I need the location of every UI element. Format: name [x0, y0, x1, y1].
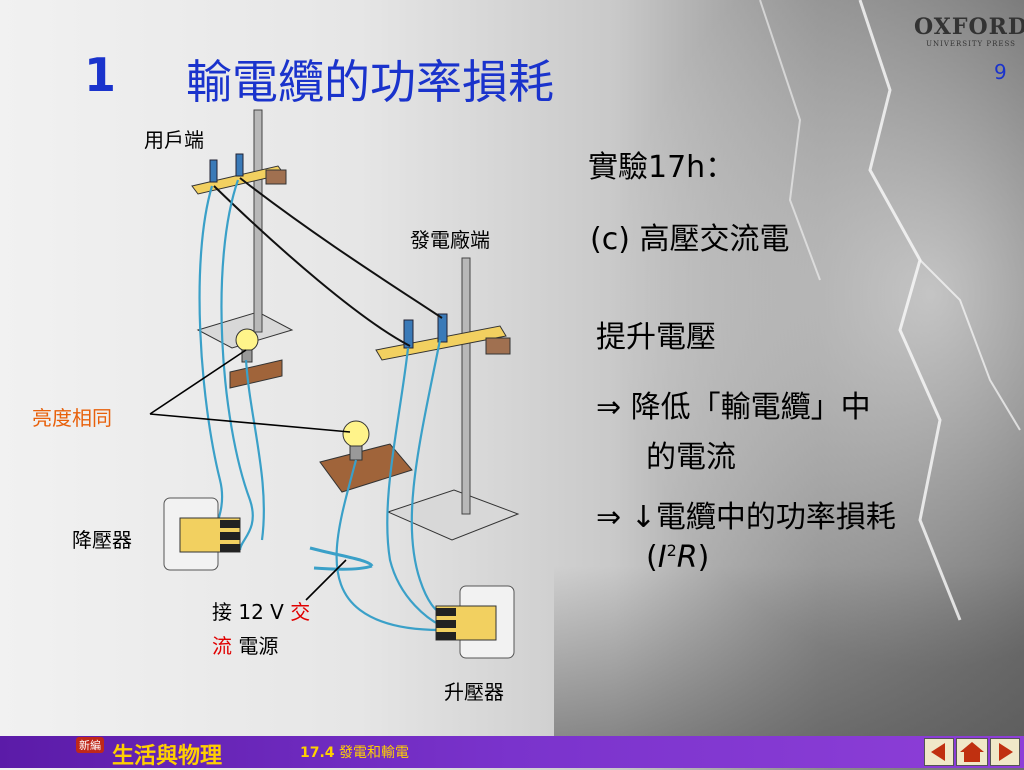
page-number: 9: [994, 60, 1007, 84]
label-step-down: 降壓器: [72, 528, 132, 552]
wire: [244, 359, 265, 541]
point-reduce-current-line1: 降低「輸電纜」中: [630, 390, 871, 425]
oxford-logo: OXFORD UNIVERSITY PRESS: [914, 14, 1024, 48]
right-stand-rod: [461, 257, 471, 515]
down-arrow-icon: ↓: [630, 500, 656, 535]
apparatus-diagram: [149, 109, 520, 659]
point-power-loss: ⇒ ↓電纜中的功率損耗: [596, 492, 896, 536]
label-consumer-end: 用戶端: [144, 128, 204, 152]
formula-I: I: [657, 540, 667, 575]
point-reduce-current: ⇒ 降低「輸電纜」中: [596, 382, 871, 426]
consumer-terminal: [235, 153, 244, 177]
consumer-lamp-board: [229, 359, 283, 389]
power-loss-formula: (I2R): [646, 540, 710, 575]
point-raise-voltage: 提升電壓: [596, 320, 716, 355]
wire: [335, 459, 441, 632]
label-supply-line2: 流 電源: [212, 634, 279, 658]
pointer-line: [305, 559, 347, 601]
station-terminal: [403, 319, 414, 349]
section-title: 發電和輸電: [339, 745, 409, 761]
right-stand-base: [386, 489, 520, 541]
formula-R: R: [676, 540, 698, 575]
wire: [386, 347, 441, 626]
station-clamp: [485, 337, 511, 355]
formula-sup: 2: [666, 541, 677, 560]
implies-arrow: ⇒: [596, 390, 622, 425]
next-slide-button[interactable]: [990, 738, 1020, 766]
implies-arrow: ⇒: [596, 500, 622, 535]
label-step-up: 升壓器: [444, 680, 504, 704]
label-supply-line1: 接 12 V 交: [212, 600, 311, 624]
left-stand-rod: [253, 109, 263, 333]
supply-lead: [313, 564, 373, 571]
page-title: 輸電纜的功率損耗: [186, 55, 554, 109]
experiment-heading: 實驗17h：: [588, 150, 736, 185]
label-power-station-end: 發電廠端: [410, 228, 490, 252]
station-terminal: [437, 313, 448, 343]
consumer-bulb: [235, 328, 259, 352]
footer-bar: [0, 736, 1024, 768]
consumer-terminal: [209, 159, 218, 183]
label-same-brightness: 亮度相同: [32, 406, 112, 430]
section-label: 17.4 發電和輸電: [300, 742, 409, 762]
home-icon: [960, 742, 984, 762]
lightning-decoration: [759, 0, 1021, 621]
station-bulb: [342, 420, 370, 448]
station-lamp-board: [319, 443, 413, 493]
brand-badge: 新編: [76, 737, 104, 753]
pointer-line: [149, 413, 351, 433]
supply-lead: [309, 546, 374, 567]
wire: [410, 339, 443, 616]
transmission-cable: [239, 177, 443, 319]
logo-main: OXFORD: [914, 14, 1024, 40]
home-button[interactable]: [956, 738, 988, 766]
transmission-cable: [213, 185, 411, 347]
experiment-subheading: (c) 高壓交流電: [590, 222, 790, 257]
prev-slide-button[interactable]: [924, 738, 954, 766]
section-number: 17.4: [300, 745, 335, 761]
wire: [220, 179, 254, 551]
point-power-loss-line1: 電纜中的功率損耗: [655, 500, 896, 535]
logo-sub: UNIVERSITY PRESS: [926, 40, 1016, 48]
arrow-left-icon: [931, 743, 945, 761]
title-number: 1: [84, 48, 117, 102]
point-reduce-current-line2: 的電流: [646, 440, 736, 475]
arrow-right-icon: [999, 743, 1013, 761]
pointer-line: [149, 349, 247, 415]
brand-title: 生活與物理: [112, 743, 223, 769]
background-city: [554, 566, 1024, 736]
consumer-clamp: [265, 169, 287, 185]
